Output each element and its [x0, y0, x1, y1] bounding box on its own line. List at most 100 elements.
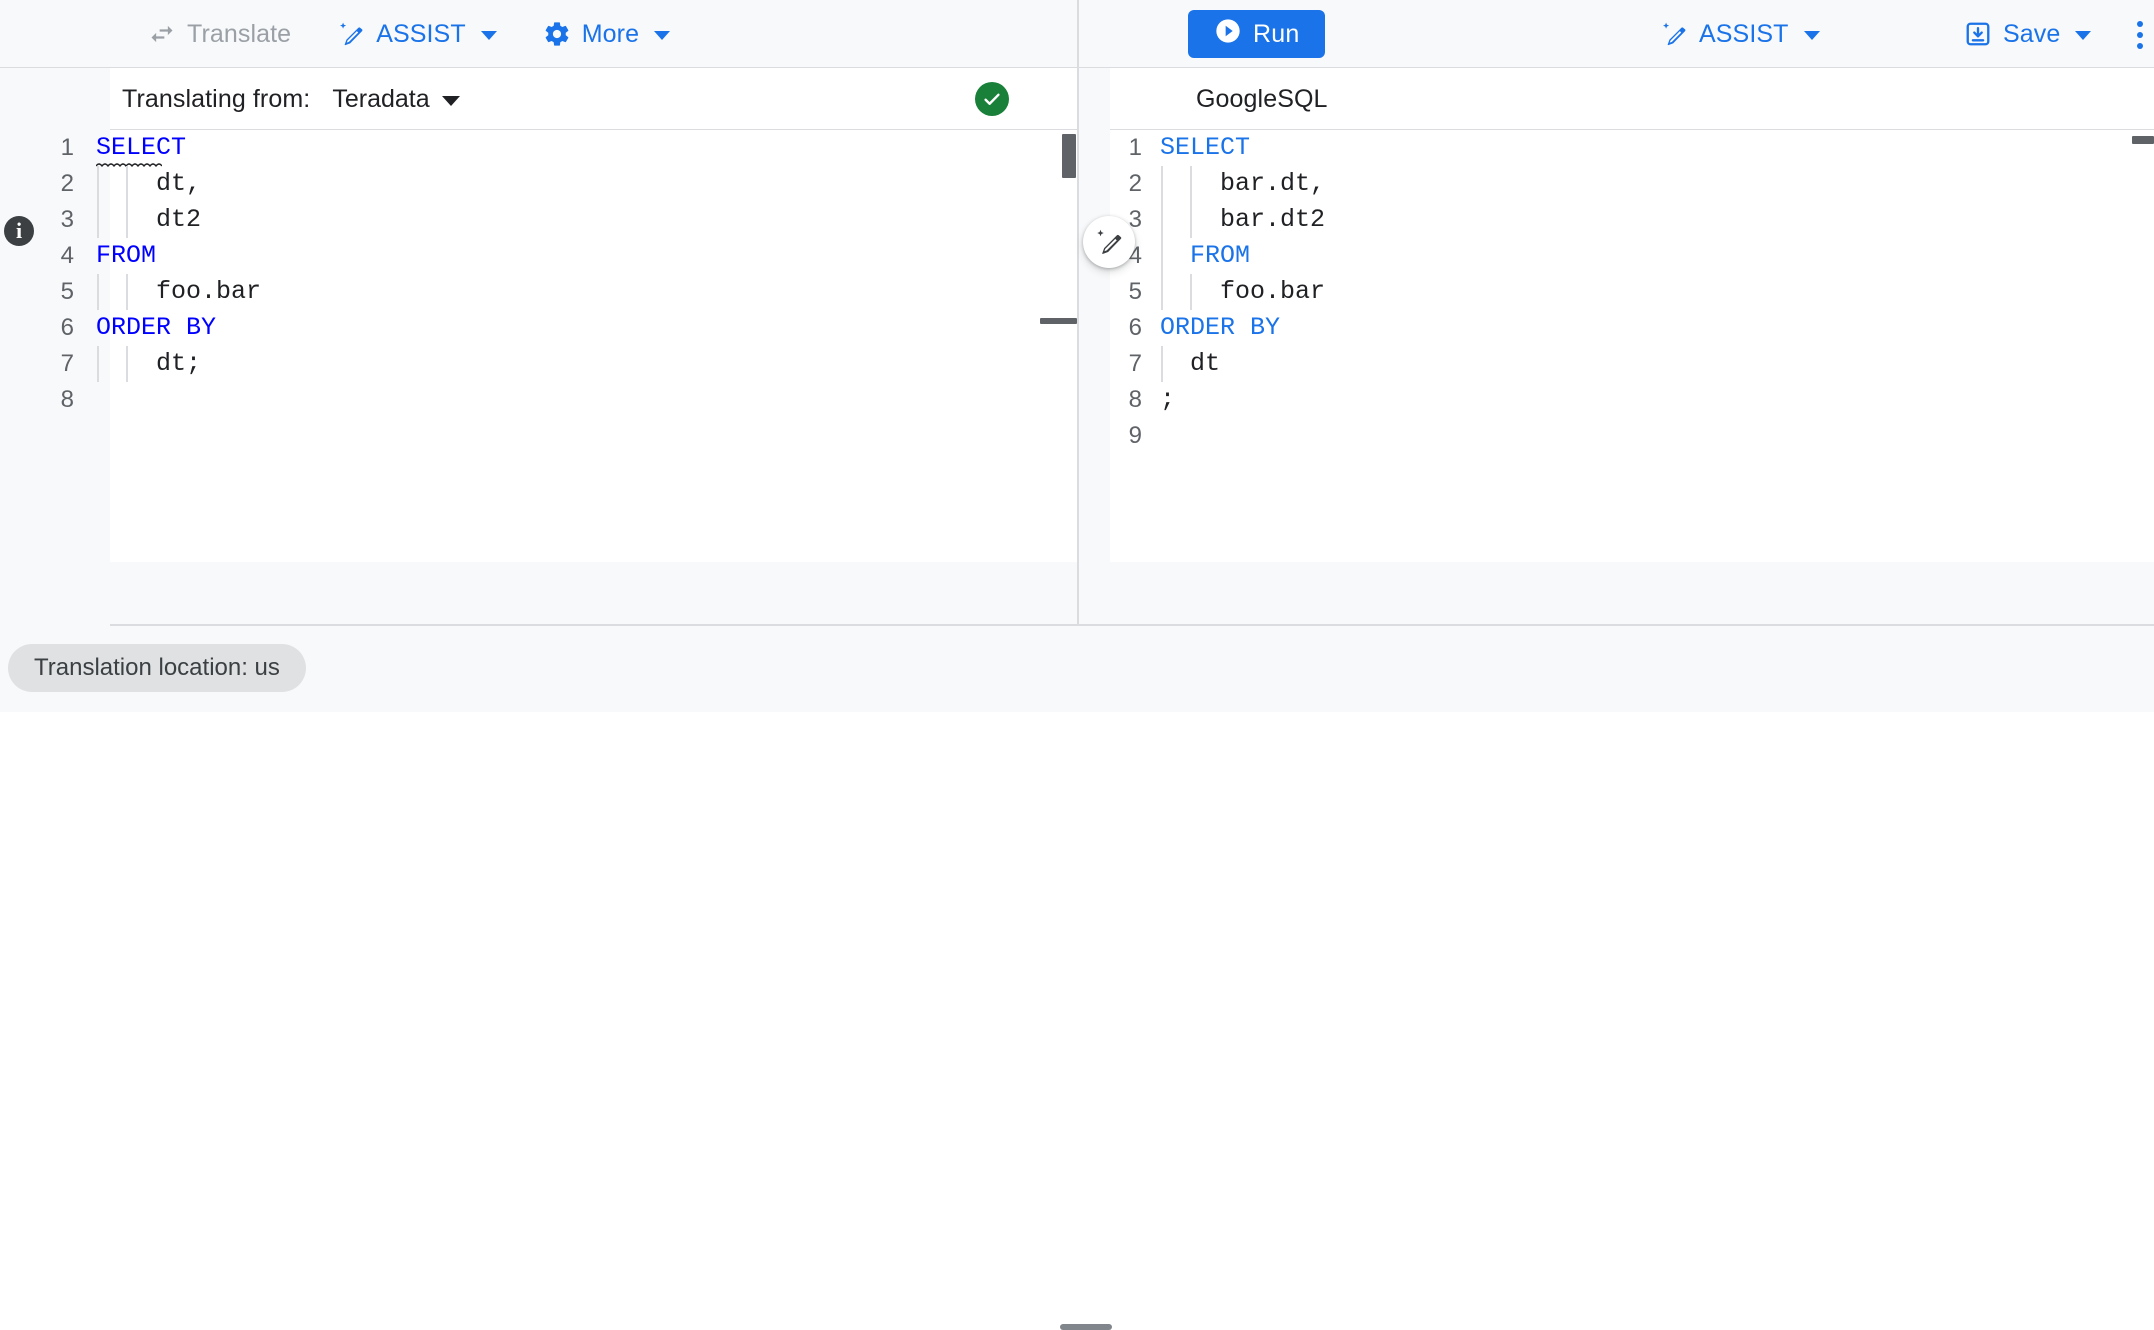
line-number: 9: [1128, 422, 1142, 449]
left-gutter-background: [0, 130, 110, 562]
code-line[interactable]: 8;: [1078, 382, 2154, 418]
kebab-dot: [2137, 42, 2143, 49]
code-text: FROM: [1160, 238, 2154, 274]
assist-right-button[interactable]: ASSIST: [1652, 14, 1828, 55]
code-line[interactable]: 8: [0, 382, 1077, 418]
code-token: ;: [1160, 385, 1176, 414]
error-squiggle: [96, 163, 162, 168]
indent-guide: [1161, 202, 1163, 238]
target-scrollbar-thumb[interactable]: [2132, 136, 2154, 144]
code-line[interactable]: 5 foo.bar: [0, 274, 1077, 310]
gear-icon: [543, 20, 571, 48]
source-header-divider: [110, 129, 1077, 131]
indent-guide: [126, 166, 128, 202]
magic-wand-icon: [1660, 20, 1688, 48]
sql-keyword: SELECT: [1160, 133, 1251, 162]
code-line[interactable]: 2 bar.dt,: [1078, 166, 2154, 202]
source-horizontal-scrollbar-thumb[interactable]: [1040, 318, 1077, 324]
indent-guide: [1161, 274, 1163, 310]
kebab-dot: [2137, 20, 2143, 27]
code-text: bar.dt2: [1160, 202, 2154, 238]
chevron-down-icon: [2075, 31, 2092, 40]
code-line[interactable]: 4 FROM: [0, 238, 1077, 274]
code-token: bar.dt,: [1160, 169, 1326, 198]
chevron-down-icon: [1803, 31, 1820, 40]
run-button[interactable]: Run: [1188, 10, 1326, 58]
indent-guide: [97, 202, 99, 238]
target-editor-surface[interactable]: [1110, 130, 2154, 562]
line-number: 5: [1128, 278, 1142, 305]
run-label: Run: [1253, 19, 1300, 48]
target-pane-header: GoogleSQL: [1110, 68, 2154, 130]
translation-status: [975, 82, 1009, 116]
bottom-resize-handle[interactable]: [1060, 1324, 1112, 1330]
line-number: 3: [1128, 206, 1142, 233]
source-vertical-scrollbar-thumb[interactable]: [1062, 134, 1076, 178]
line-number: 2: [60, 170, 74, 197]
assist-left-button[interactable]: ASSIST: [329, 14, 505, 55]
toolbar-divider: [1077, 0, 1079, 68]
code-line[interactable]: 4 FROM: [1078, 238, 2154, 274]
code-line[interactable]: 3 dt2: [0, 202, 1077, 238]
more-button[interactable]: More: [535, 14, 678, 55]
line-number: 5: [60, 278, 74, 305]
code-token: dt,: [96, 169, 202, 198]
sql-keyword: FROM: [96, 241, 157, 270]
chevron-down-icon: [441, 96, 460, 106]
code-line[interactable]: 3 bar.dt2: [1078, 202, 2154, 238]
save-label: Save: [2003, 19, 2061, 48]
info-icon[interactable]: i: [4, 216, 34, 246]
right-gutter-background: [1078, 130, 1110, 562]
inline-assist-button[interactable]: [1083, 216, 1135, 268]
assist-right-label: ASSIST: [1699, 19, 1789, 48]
indent-guide: [97, 346, 99, 382]
chevron-down-icon: [654, 31, 671, 40]
line-number: 8: [1128, 386, 1142, 413]
pane-splitter[interactable]: [1077, 68, 1079, 624]
line-number: 2: [1128, 170, 1142, 197]
code-line[interactable]: 2 dt,: [0, 166, 1077, 202]
indent-guide: [126, 274, 128, 310]
indent-guide: [1190, 202, 1192, 238]
code-text: ;: [1160, 382, 2154, 418]
source-dialect-select[interactable]: Teradata: [332, 84, 460, 114]
code-line[interactable]: 7 dt: [1078, 346, 2154, 382]
translating-from-label: Translating from:: [122, 84, 311, 113]
overflow-menu-button[interactable]: [2120, 15, 2154, 55]
bottom-bar-divider: [110, 624, 2154, 626]
toolbar-left-group: Translate ASSIST More: [0, 0, 1078, 68]
save-button[interactable]: Save: [1956, 14, 2099, 55]
code-token: dt2: [96, 205, 202, 234]
code-line[interactable]: 7 dt;: [0, 346, 1077, 382]
line-number: 7: [1128, 350, 1142, 377]
toolbar-bottom-border: [0, 66, 2154, 68]
line-number: 4: [60, 242, 74, 269]
indent-guide: [126, 202, 128, 238]
assist-left-label: ASSIST: [376, 19, 466, 48]
code-text: ORDER BY: [1160, 310, 2154, 346]
target-dialect-label: GoogleSQL: [1196, 84, 1328, 113]
indent-guide: [1190, 166, 1192, 202]
source-dialect-value: Teradata: [332, 84, 430, 113]
code-line[interactable]: 9: [1078, 418, 2154, 454]
indent-guide: [97, 166, 99, 202]
green-check-circle-icon: [975, 82, 1009, 116]
top-toolbar: Translate ASSIST More: [0, 0, 2154, 68]
source-editor-surface[interactable]: [110, 130, 1077, 562]
sql-keyword: SELECT: [96, 133, 187, 162]
sql-keyword: ORDER BY: [1160, 313, 1281, 342]
more-label: More: [581, 19, 640, 48]
sql-keyword: FROM: [1160, 241, 1251, 270]
line-number: 3: [60, 206, 74, 233]
translate-button[interactable]: Translate: [140, 14, 299, 55]
code-text: SELECT: [96, 130, 1077, 168]
magic-wand-icon: [337, 20, 365, 48]
code-line[interactable]: 5 foo.bar: [1078, 274, 2154, 310]
